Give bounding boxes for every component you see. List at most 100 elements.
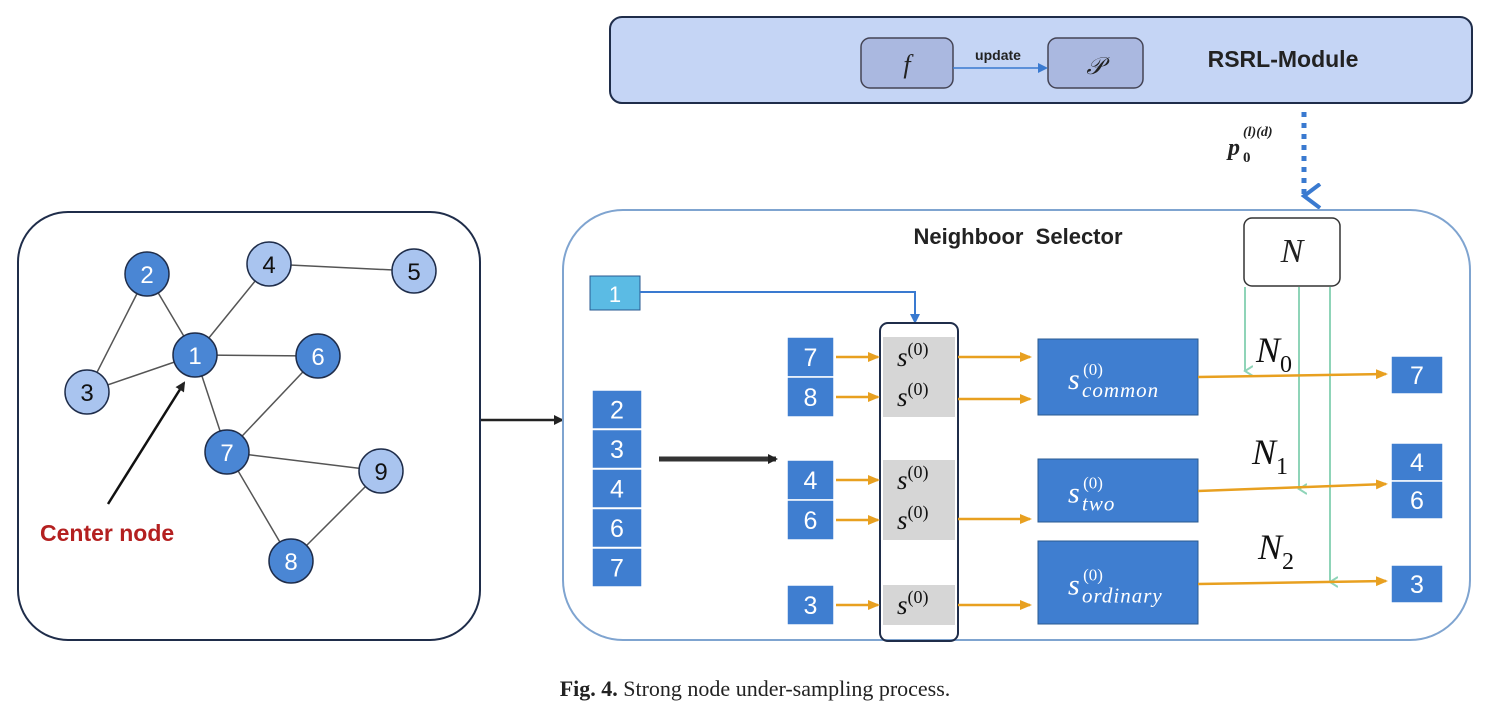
- s-aggregate-main: s: [1068, 363, 1080, 396]
- s-ordinary-box: s(0)ordinary: [1037, 540, 1199, 625]
- n-box: [1243, 217, 1341, 287]
- graph-node-circle: [391, 248, 437, 294]
- node-square-label: 7: [610, 555, 624, 583]
- node-square-label: 3: [804, 592, 818, 620]
- graph-node-7: 7: [204, 429, 250, 475]
- candidate-2: 2: [591, 389, 643, 430]
- graph-node-circle: [295, 333, 341, 379]
- node-square-label: 6: [610, 515, 624, 543]
- graph-node-circle: [172, 332, 218, 378]
- s-aggregate-sub: two: [1082, 492, 1115, 516]
- f-box: [860, 37, 954, 89]
- s0-cell-bg: [883, 500, 955, 540]
- common-to-output-arrow: [1197, 369, 1388, 380]
- graph-node-circle: [124, 251, 170, 297]
- graph-node-label: 2: [140, 262, 153, 289]
- s-two-box: s(0)two: [1037, 458, 1199, 523]
- node-square-label: 4: [1410, 449, 1424, 477]
- output-common-7: 7: [1390, 355, 1444, 395]
- center-node-arrow: [106, 381, 186, 505]
- s-aggregate-sup: (0): [1083, 360, 1103, 379]
- n-box-label: N: [1280, 233, 1306, 270]
- group-common-node-7: 7: [786, 336, 835, 378]
- graph-node-1: 1: [172, 332, 218, 378]
- candidate-6: 6: [591, 507, 643, 549]
- s0-cell-common-7: s(0): [883, 337, 955, 377]
- graph-node-4: 4: [246, 241, 292, 287]
- s0-cell-bg: [883, 585, 955, 625]
- node-square-label: 3: [1410, 571, 1424, 599]
- n-level-1: N1: [1251, 432, 1288, 480]
- s0-cell-label: s(0): [897, 502, 929, 535]
- output-squares: 7 4 6 3: [1390, 355, 1444, 604]
- p-box: [1047, 37, 1144, 89]
- group-two-node-4: 4: [786, 459, 835, 501]
- two-to-output-arrow: [1197, 479, 1388, 493]
- s-aggregate-sub: ordinary: [1082, 584, 1163, 608]
- input-node-label: 1: [609, 282, 621, 307]
- graph-edge-4-5: [268, 263, 415, 272]
- node-square: [786, 499, 835, 541]
- s0-cell-bg: [883, 337, 955, 377]
- node-square-label: 7: [804, 344, 818, 372]
- input-node-square: [589, 275, 641, 311]
- node-square-label: 6: [804, 507, 818, 535]
- center-node-label: Center node: [40, 520, 174, 546]
- node-square: [1390, 564, 1444, 604]
- probability-sub: 0: [1243, 150, 1251, 166]
- s-aggregate-rect: [1037, 458, 1199, 523]
- graph-node-label: 5: [407, 259, 420, 286]
- rsrl-title: RSRL-Module: [1208, 46, 1359, 72]
- graph-node-6: 6: [295, 333, 341, 379]
- input-node-arrow: [640, 291, 920, 324]
- graph-node-9: 9: [358, 448, 404, 494]
- graph-node-5: 5: [391, 248, 437, 294]
- graph-node-label: 1: [188, 343, 201, 370]
- node-square: [1390, 480, 1444, 520]
- f-label: f: [903, 50, 914, 79]
- rsrl-module-box: [609, 16, 1473, 104]
- s-aggregate-rect: [1037, 338, 1199, 416]
- graph-edge-7-9: [226, 451, 382, 472]
- node-square: [786, 584, 835, 626]
- neighbor-selector-title: Neighboor Selector: [913, 224, 1122, 249]
- s0-cell-bg: [883, 377, 955, 417]
- orange-arrows: [836, 352, 1032, 610]
- graph-node-label: 4: [262, 252, 275, 279]
- graph-node-label: 3: [80, 380, 93, 407]
- group-ordinary-node-3: 3: [786, 584, 835, 626]
- node-square-label: 4: [804, 467, 818, 495]
- graph-node-label: 9: [374, 459, 387, 486]
- probability-label: p: [1226, 135, 1240, 161]
- s0-cell-two-4: s(0): [883, 460, 955, 500]
- green-guides: [1197, 287, 1388, 584]
- s0-cell-label: s(0): [897, 587, 929, 620]
- node-square: [786, 376, 835, 418]
- group-two-node-6: 6: [786, 499, 835, 541]
- node-square: [786, 459, 835, 501]
- graph-node-circle: [358, 448, 404, 494]
- node-square-label: 7: [1410, 362, 1424, 390]
- graph-panel: [17, 211, 481, 641]
- s0-cell-label: s(0): [897, 339, 929, 372]
- graph-node-circle: [268, 538, 314, 584]
- graph-node-label: 8: [284, 549, 297, 576]
- s0-column-frame: [879, 322, 959, 642]
- graph-nodes: 1 2 3 4 5 6 7 8 9: [64, 241, 437, 584]
- s-aggregate-main: s: [1068, 477, 1080, 510]
- node-square: [786, 336, 835, 378]
- graph-node-circle: [204, 429, 250, 475]
- n-level-2: N2: [1257, 527, 1294, 575]
- output-ordinary-3: 3: [1390, 564, 1444, 604]
- node-square-label: 3: [610, 436, 624, 464]
- n-level-0: N0: [1255, 330, 1292, 378]
- graph-node-label: 6: [311, 344, 324, 371]
- node-square-label: 6: [1410, 487, 1424, 515]
- figure-caption: Fig. 4. Strong node under-sampling proce…: [0, 676, 1510, 702]
- graph-node-circle: [64, 369, 110, 415]
